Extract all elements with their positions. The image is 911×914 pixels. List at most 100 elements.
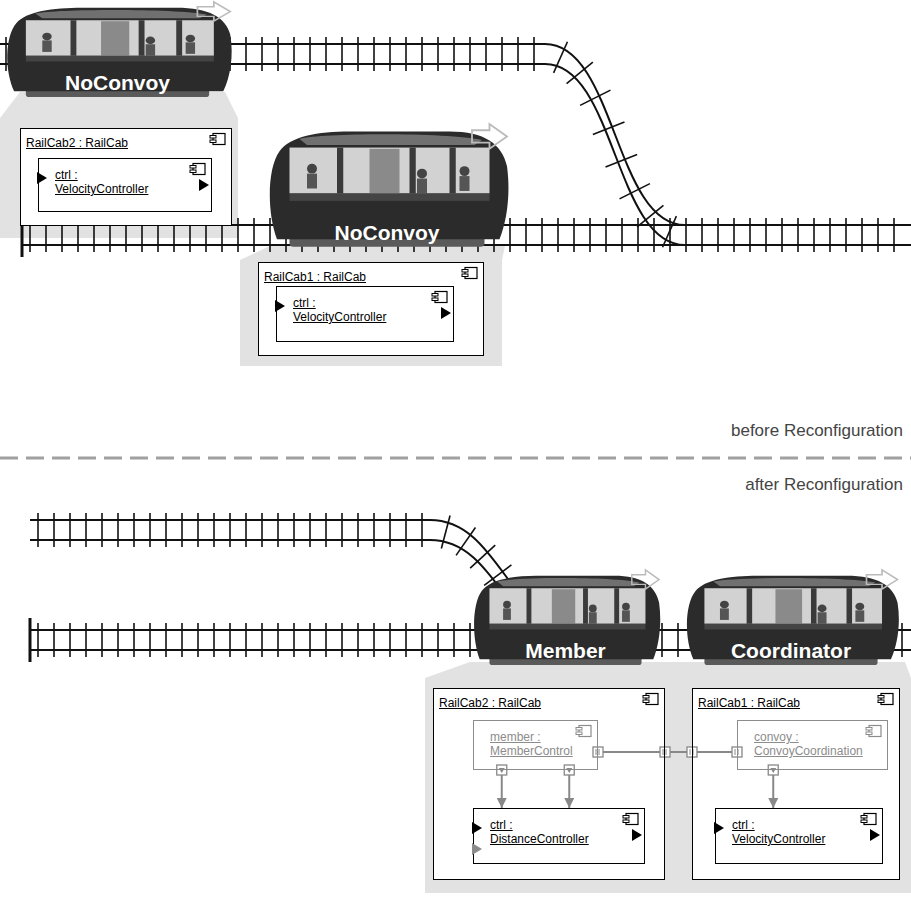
port-square xyxy=(768,765,778,775)
track-tie xyxy=(373,623,375,657)
state-name: NoConvoy xyxy=(262,221,512,245)
component-icon xyxy=(642,693,659,705)
scene xyxy=(0,37,911,893)
track-tie xyxy=(405,513,407,547)
track-tie xyxy=(829,218,831,252)
passenger xyxy=(855,610,864,622)
track-tie xyxy=(621,218,623,252)
track-tie xyxy=(277,513,279,547)
track-tie xyxy=(277,37,279,71)
track-tie xyxy=(341,513,343,547)
output-port xyxy=(870,829,880,841)
track-tie xyxy=(261,513,263,547)
state-name: NoConvoy xyxy=(0,71,235,95)
track-tie xyxy=(717,218,719,252)
track-tie xyxy=(437,37,439,71)
roof-highlight xyxy=(300,134,483,145)
track-tie xyxy=(485,37,487,71)
window-post xyxy=(614,588,619,624)
component-icon xyxy=(209,133,226,145)
door xyxy=(101,21,129,56)
roof-highlight xyxy=(35,10,207,18)
part-name: member : MemberControl xyxy=(490,730,573,758)
track-tie xyxy=(133,513,135,547)
track-tie xyxy=(213,513,215,547)
callout-panel xyxy=(0,92,238,238)
direction-arrow xyxy=(632,570,659,589)
component-icon xyxy=(877,693,894,705)
box-fills xyxy=(20,128,900,880)
track-tie xyxy=(861,218,863,252)
passenger xyxy=(42,40,51,52)
component-icon xyxy=(431,291,448,303)
port-square xyxy=(660,747,670,757)
window-sill xyxy=(26,56,214,62)
track-tie xyxy=(653,218,655,252)
passenger xyxy=(186,42,195,54)
track-tie xyxy=(117,623,119,657)
window-post xyxy=(847,588,853,624)
track-tie xyxy=(85,623,87,657)
track-tie xyxy=(197,513,199,547)
track-tie xyxy=(593,122,625,135)
track-tie xyxy=(605,218,607,252)
roof-highlight xyxy=(497,578,639,586)
track-tie xyxy=(620,184,650,199)
passenger xyxy=(622,603,630,611)
state-name: Coordinator xyxy=(680,639,902,663)
track-tie xyxy=(277,623,279,657)
track-tie xyxy=(37,513,39,547)
track-tie xyxy=(245,37,247,71)
railcab-state: Coordinator xyxy=(680,570,902,666)
buffer-stop xyxy=(29,618,32,662)
track-tie xyxy=(405,623,407,657)
passenger xyxy=(720,601,729,609)
direction-arrow xyxy=(866,570,897,589)
window-post xyxy=(71,20,77,56)
window-post xyxy=(747,588,753,624)
track-tie xyxy=(901,623,903,657)
track-tie xyxy=(501,37,503,71)
passenger xyxy=(503,608,511,620)
box-fill xyxy=(692,688,900,880)
direction-arrow xyxy=(197,2,230,21)
window-band xyxy=(26,20,214,56)
track-tie xyxy=(437,623,439,657)
railcab-state: NoConvoy xyxy=(0,2,235,98)
rail xyxy=(545,64,685,245)
track-tie xyxy=(101,513,103,547)
connectors xyxy=(502,752,773,808)
track-tie xyxy=(261,623,263,657)
direction-arrow xyxy=(472,124,507,149)
passenger xyxy=(460,176,470,191)
window-sill xyxy=(489,624,645,630)
track-tie xyxy=(677,623,679,657)
rail xyxy=(30,539,430,541)
component-icon xyxy=(575,725,592,737)
track-tie xyxy=(101,623,103,657)
port-square xyxy=(564,765,574,775)
passenger xyxy=(42,33,51,41)
window-post xyxy=(410,148,416,194)
output-port xyxy=(441,307,451,319)
part-instance: member : MemberControl xyxy=(473,720,598,770)
port-square xyxy=(497,765,507,775)
track-tie xyxy=(117,513,119,547)
track-tie xyxy=(69,623,71,657)
track-tie xyxy=(149,513,151,547)
track-tie xyxy=(325,513,327,547)
track-tie xyxy=(469,37,471,71)
track-tie xyxy=(229,513,231,547)
passenger xyxy=(855,603,864,611)
track-tie xyxy=(813,218,815,252)
rail xyxy=(30,519,430,521)
track-tie xyxy=(405,37,407,71)
connector xyxy=(501,770,503,808)
component-icon xyxy=(189,163,206,175)
railcab-state: NoConvoy xyxy=(262,124,512,248)
track-tie xyxy=(877,218,879,252)
track-tie xyxy=(5,37,7,71)
track-tie xyxy=(253,218,255,252)
input-port xyxy=(37,172,47,184)
